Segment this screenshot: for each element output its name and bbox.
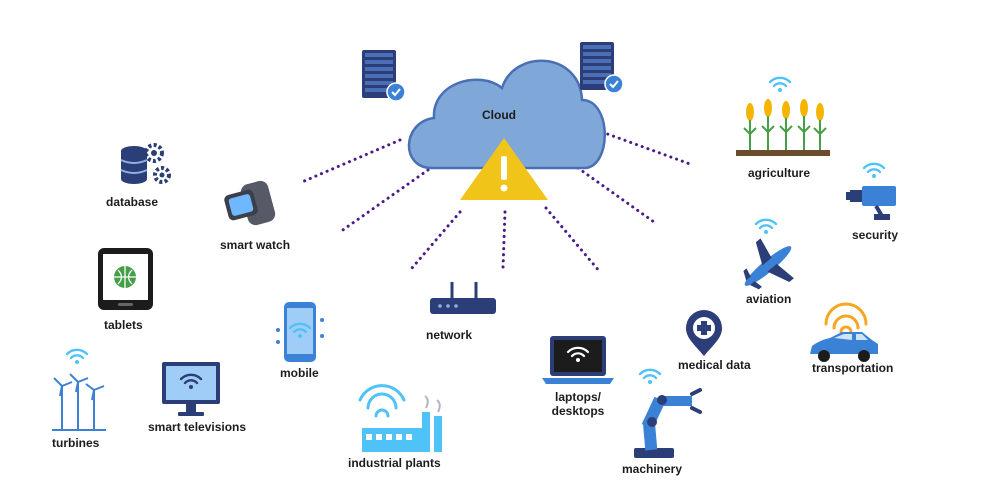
robot-arm-icon xyxy=(634,368,702,458)
label-transportation: transportation xyxy=(812,361,894,375)
cloud-icon xyxy=(407,59,606,170)
warning-triangle-icon xyxy=(460,138,548,200)
label-laptops: laptops/ desktops xyxy=(551,390,605,418)
connector-machinery xyxy=(576,166,656,224)
connector-mobile xyxy=(338,168,430,234)
label-machinery: machinery xyxy=(622,462,683,476)
cloud-label: Cloud xyxy=(482,108,516,122)
tablet-icon xyxy=(98,248,153,310)
router-icon xyxy=(430,282,496,314)
connector-laptops xyxy=(544,206,602,274)
connector-agriculture xyxy=(600,130,692,166)
label-mobile: mobile xyxy=(280,366,319,380)
airplane-icon xyxy=(743,218,794,290)
laptop-icon xyxy=(542,336,614,384)
security-camera-icon xyxy=(846,162,896,220)
server-rack-icon-left xyxy=(361,49,406,102)
label-aviation: aviation xyxy=(746,292,792,306)
label-tablets: tablets xyxy=(104,318,143,332)
connector-network xyxy=(410,210,462,270)
smartwatch-icon xyxy=(224,180,276,226)
tv-icon xyxy=(162,362,220,416)
factory-icon xyxy=(358,384,442,452)
wind-turbine-icon xyxy=(52,348,106,431)
database-gear-icon xyxy=(120,143,171,184)
smartphone-icon xyxy=(276,302,324,362)
car-icon xyxy=(810,302,878,362)
label-turbines: turbines xyxy=(52,436,100,450)
connector-industrial xyxy=(501,210,507,270)
label-industrial-plants: industrial plants xyxy=(348,456,441,470)
label-security: security xyxy=(852,228,899,242)
crops-icon xyxy=(736,76,830,156)
server-rack-icon-right xyxy=(579,41,624,94)
medical-pin-icon xyxy=(686,310,722,356)
connectors xyxy=(300,130,692,274)
label-smart-televisions: smart televisions xyxy=(148,420,247,434)
label-database: database xyxy=(106,195,159,209)
label-smart-watch: smart watch xyxy=(220,238,291,252)
connector-smart-watch xyxy=(300,138,402,184)
label-medical-data: medical data xyxy=(678,358,751,372)
label-network: network xyxy=(426,328,473,342)
label-agriculture: agriculture xyxy=(748,166,811,180)
